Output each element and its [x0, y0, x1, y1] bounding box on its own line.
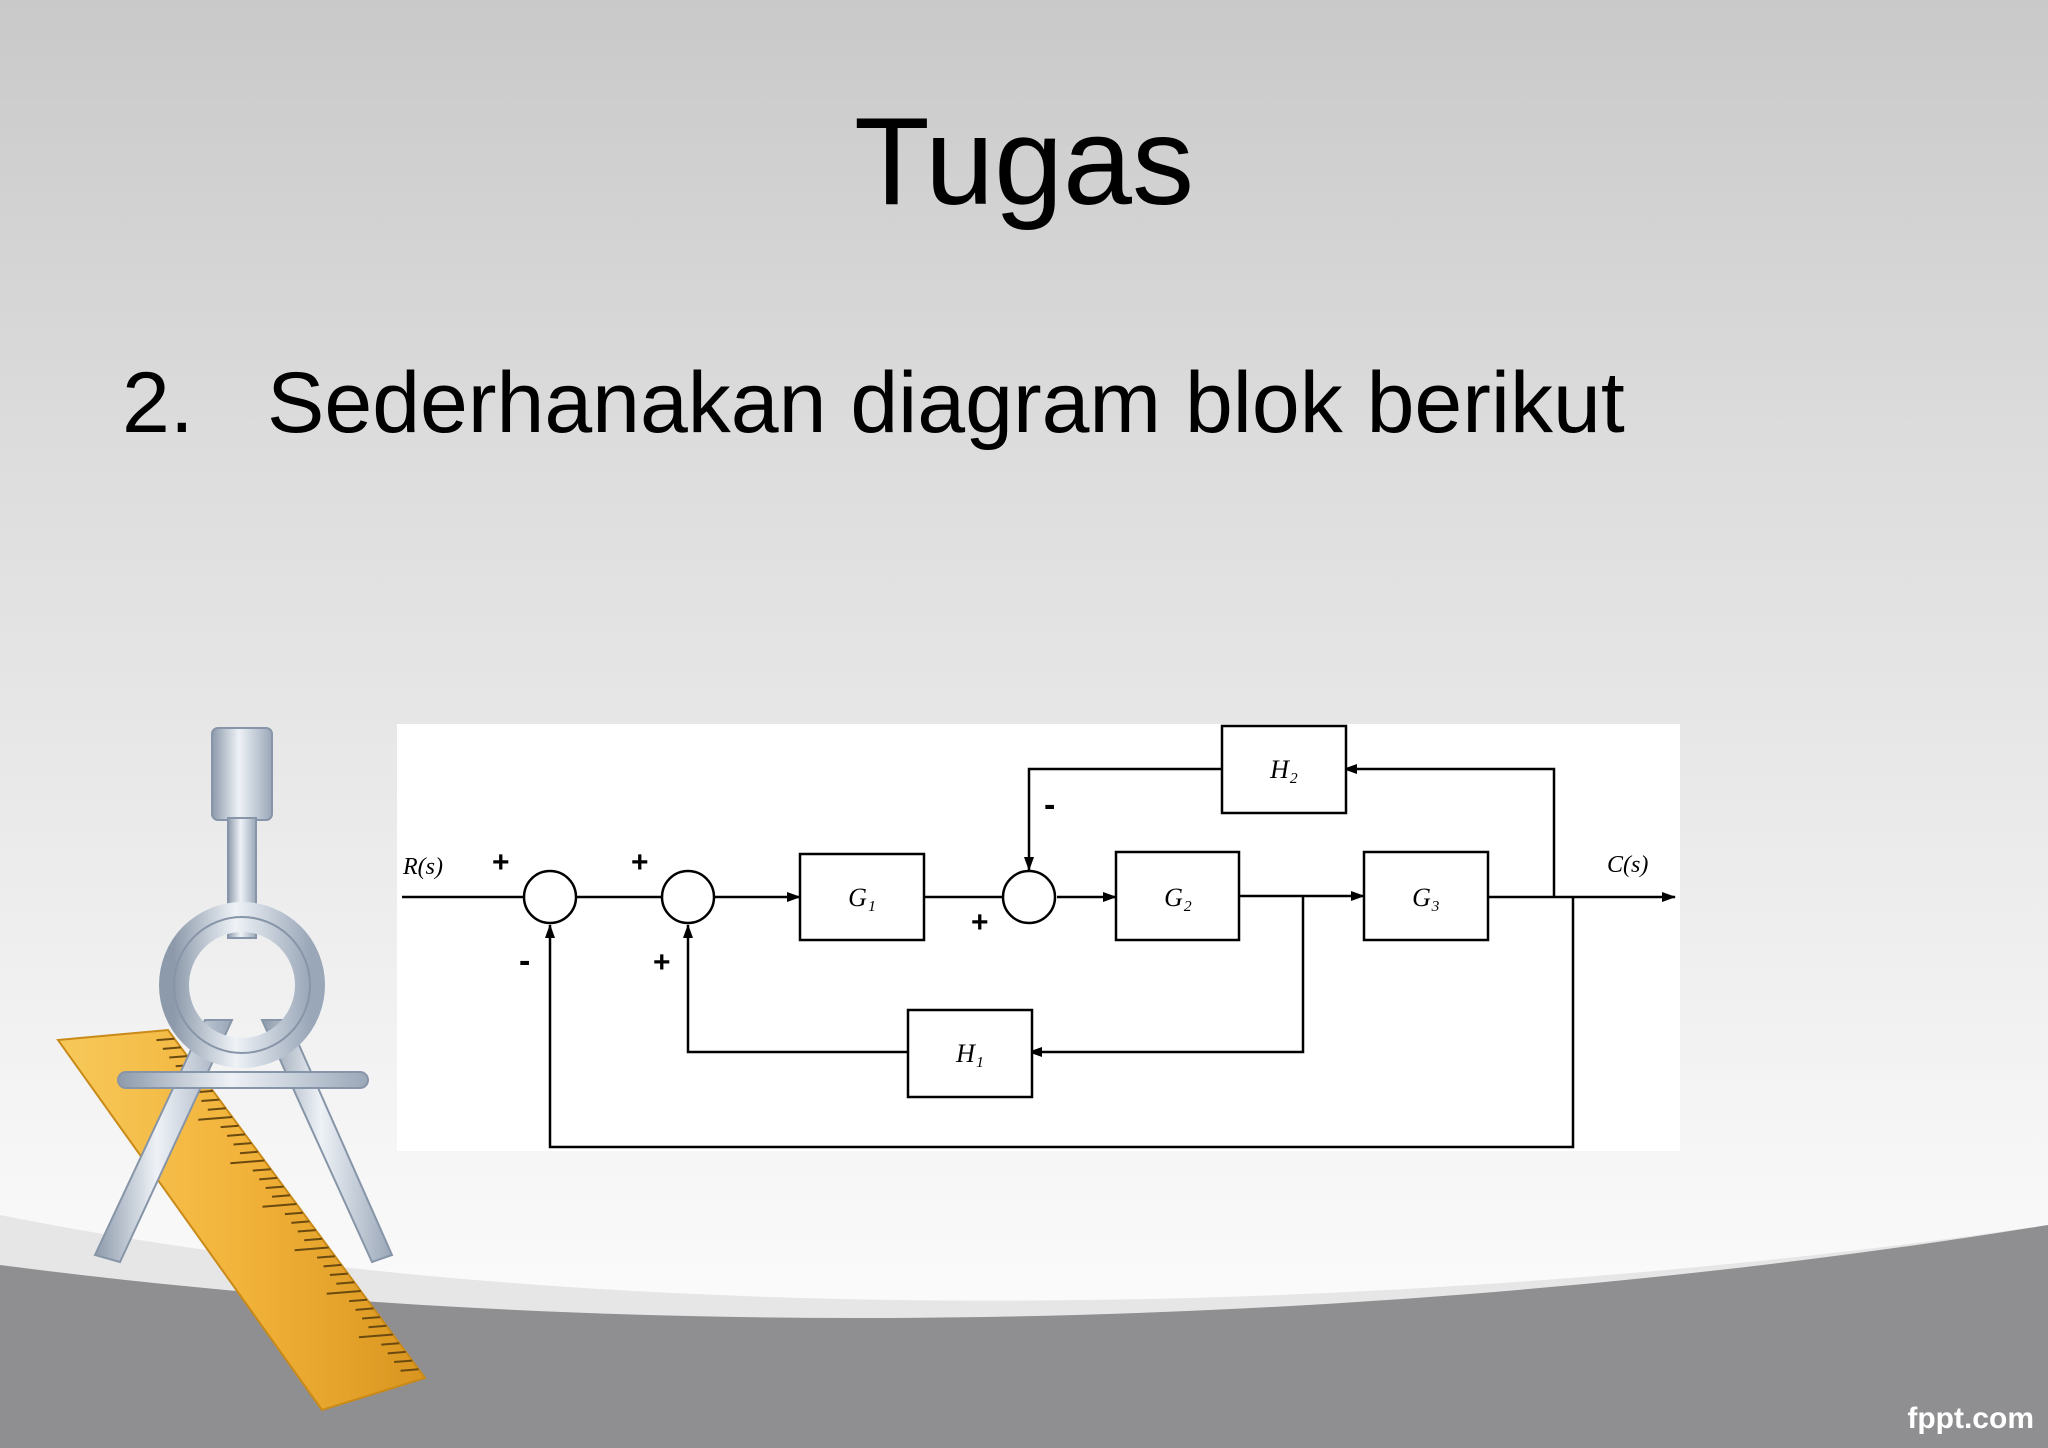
task-item: 2.Sederhanakan diagram blok berikut	[122, 360, 1625, 446]
block-diagram-panel: R(s) C(s) G₁ G₂ G₃ H₁ H₂ + - + + + -	[397, 724, 1680, 1151]
compass-icon	[93, 727, 394, 1264]
block-h1	[906, 1008, 1034, 1099]
sign-s1-input: +	[492, 846, 510, 879]
block-g3	[1362, 850, 1490, 942]
brand-watermark: fppt.com	[1907, 1402, 2034, 1435]
block-g2	[1114, 850, 1241, 942]
block-diagram: R(s) C(s) G₁ G₂ G₃ H₁ H₂ + - + + + -	[402, 724, 1676, 1149]
block-g2-label: G₂	[1164, 883, 1192, 912]
block-g1	[798, 852, 926, 942]
sign-s2-input: +	[631, 846, 649, 879]
sign-s3-input: +	[971, 906, 989, 939]
task-text: Sederhanakan diagram blok berikut	[267, 355, 1625, 451]
block-g3-label: G₃	[1412, 883, 1440, 912]
output-label: C(s)	[1607, 852, 1648, 878]
sign-s2-feedback: +	[653, 946, 671, 979]
block-h1-label: H₁	[955, 1039, 984, 1068]
slide-title: Tugas	[853, 93, 1195, 231]
task-number: 2.	[122, 355, 194, 451]
summing-junction-1	[522, 869, 578, 925]
ruler-icon	[56, 1028, 427, 1412]
summing-junction-3	[1001, 869, 1057, 925]
block-h2	[1220, 724, 1348, 815]
sign-s1-feedback: -	[519, 942, 530, 980]
input-label: R(s)	[402, 854, 443, 880]
sign-s3-feedback: -	[1044, 786, 1055, 824]
summing-junction-2	[660, 869, 716, 925]
block-g1-label: G₁	[848, 883, 876, 912]
block-h2-label: H₂	[1269, 755, 1298, 784]
